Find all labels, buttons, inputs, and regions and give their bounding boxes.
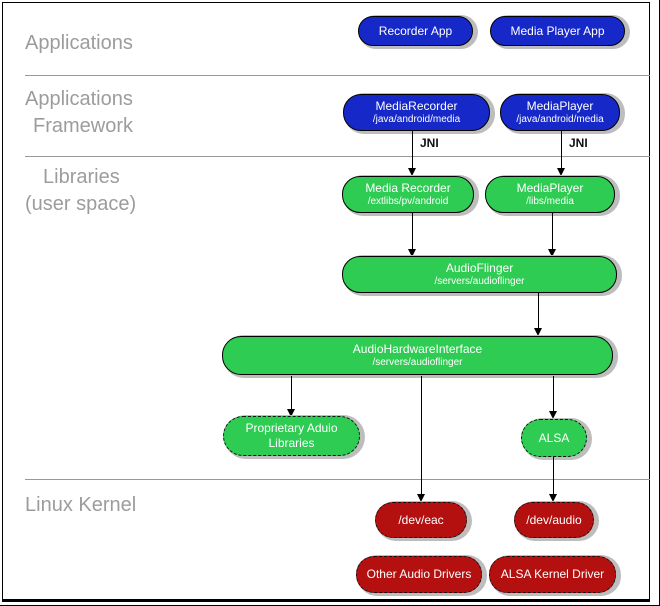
arrowhead-audioflinger-to-ahi [534,328,542,336]
node-title: AudioFlinger [445,261,514,275]
layer-label-libraries: Libraries(user space) [25,166,137,215]
node-title: Proprietary Aduio [245,421,338,435]
node-subtitle: /servers/audioflinger [434,276,525,287]
node-dev-eac: /dev/eac [375,502,467,538]
arrow-line-jni-right [561,131,562,169]
arrow-line-ahi-to-proprietary [291,376,292,410]
node-title: AudioHardwareInterface [352,342,483,356]
node-recorder-app: Recorder App [358,16,473,46]
node-title: Other Audio Drivers [366,567,472,581]
node-alsa: ALSA [521,419,587,457]
node-title: ALSA Kernel Driver [500,567,605,581]
arrowhead-recorder-to-audioflinger [408,249,416,257]
node-title: MediaPlayer [516,181,584,195]
node-subtitle: /java/android/media [372,114,461,125]
node-title: Media Recorder [365,181,451,195]
node-media-player-app: Media Player App [490,16,625,46]
node-subtitle: /libs/media [526,196,574,207]
node-audio-hardware-interface: AudioHardwareInterface /servers/audiofli… [222,336,613,375]
node-title: Media Player App [510,23,605,38]
layer-label-linux-kernel: Linux Kernel [25,494,137,516]
node-alsa-kernel-driver: ALSA Kernel Driver [489,556,616,593]
node-subtitle: /java/android/media [516,114,604,125]
arrow-line-audioflinger-to-ahi [538,293,539,329]
node-title: MediaRecorder [375,99,458,113]
node-title: MediaPlayer [526,99,594,113]
node-proprietary-audio-libraries: Proprietary Aduio Libraries [223,416,360,456]
layer-label-applications: Applications [25,32,133,54]
node-mediaplayer-lib: MediaPlayer /libs/media [485,176,615,213]
arrow-line-recorder-to-audioflinger [412,213,413,250]
node-media-recorder-lib: Media Recorder /extlibs/pv/android [342,176,474,213]
arrow-line-player-to-audioflinger [552,213,553,250]
jni-label-right: JNI [569,136,588,150]
node-dev-audio: /dev/audio [514,502,594,538]
diagram-frame [2,2,650,602]
node-audioflinger: AudioFlinger /servers/audioflinger [342,256,617,293]
arrowhead-ahi-to-dev-eac [417,494,425,502]
arrowhead-alsa-to-dev-audio [549,494,557,502]
arrowhead-jni-right [557,168,565,176]
node-title-line2: Libraries [268,436,315,450]
arrow-line-ahi-to-dev-eac [421,376,422,495]
node-other-audio-drivers: Other Audio Drivers [356,556,482,593]
node-mediaplayer-framework: MediaPlayer /java/android/media [500,94,620,131]
arrow-line-alsa-to-dev-audio [553,457,554,495]
node-mediarecorder-framework: MediaRecorder /java/android/media [343,94,490,131]
arrowhead-ahi-to-alsa [549,411,557,419]
arrow-line-jni-left [412,131,413,169]
node-subtitle: /extlibs/pv/android [367,196,449,207]
divider-applications-framework [25,75,650,76]
node-title: ALSA [538,430,570,445]
node-title: /dev/audio [526,512,582,527]
arrowhead-jni-left [408,168,416,176]
divider-libraries-kernel [25,479,650,480]
jni-label-left: JNI [420,136,439,150]
node-title: /dev/eac [398,512,444,527]
arrowhead-player-to-audioflinger [548,249,556,257]
node-subtitle: /servers/audioflinger [372,357,463,368]
arrow-line-ahi-to-alsa [553,376,554,412]
divider-framework-libraries [25,156,650,157]
node-title: Recorder App [378,23,453,38]
arrowhead-ahi-to-proprietary [287,409,295,417]
